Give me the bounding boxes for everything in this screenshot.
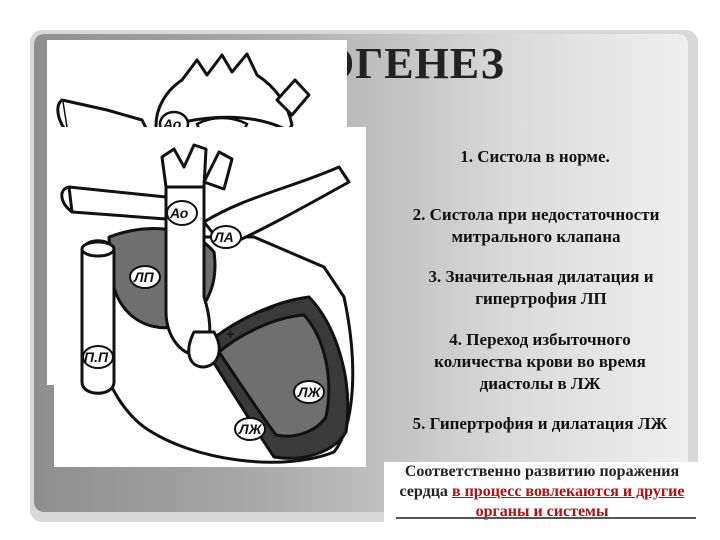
lp-ring xyxy=(129,265,161,289)
heart-diagram-pathology: Ао ЛА ЛП П.П ЛЖ ЛЖ + xyxy=(54,127,366,467)
plus-sign: + xyxy=(226,326,234,342)
label-left-ventricle-upper: ЛЖ xyxy=(297,384,322,400)
label-la-artery: ЛА xyxy=(213,229,234,245)
slide-title: ОГЕНЕЗ xyxy=(320,39,505,88)
pp-ring xyxy=(82,345,114,369)
label-ao-front: Ао xyxy=(169,205,189,221)
caption-5: 5. Гипертрофия и дилатация ЛЖ xyxy=(412,414,668,433)
caption-3: 3. Значительная дилатация и гипертрофия … xyxy=(428,267,654,308)
lv-ring-upper xyxy=(293,380,325,404)
lv-ring-lower xyxy=(234,417,266,441)
bottom-divider xyxy=(396,517,696,519)
closing-highlight: в процесс вовлекаются и другие органы и … xyxy=(451,483,685,520)
caption-1: 1. Систола в норме. xyxy=(460,147,610,166)
closing-note: Соответственно развитию поражения сердца… xyxy=(384,462,700,522)
caption-2: 2. Систола при недостаточности митрально… xyxy=(412,205,660,246)
label-left-atrium: ЛП xyxy=(133,269,155,285)
closing-text: Соответственно развитию поражения сердца xyxy=(399,463,680,500)
label-left-ventricle-lower: ЛЖ xyxy=(238,421,263,437)
caption-4: 4. Переход избыточного количества крови … xyxy=(434,330,646,393)
la-ring xyxy=(210,225,242,249)
aorta-ring-front xyxy=(166,200,198,226)
heart-pathology-drawing: Ао ЛА ЛП П.П ЛЖ ЛЖ + xyxy=(60,143,355,464)
label-right-atrium: П.П xyxy=(84,349,109,365)
